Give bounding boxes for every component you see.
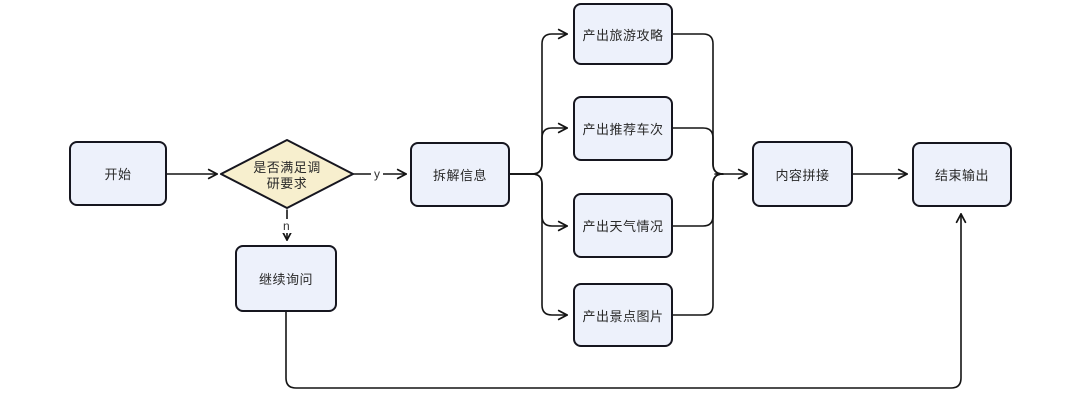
edge-parse-out1 bbox=[509, 34, 567, 175]
edge-out2-merge bbox=[672, 127, 724, 175]
edge-parse-out4 bbox=[509, 173, 567, 315]
node-start: 开始 bbox=[69, 141, 167, 206]
edge-label-yes: y bbox=[371, 167, 383, 181]
node-end-output: 结束输出 bbox=[912, 142, 1012, 207]
edge-parse-out2 bbox=[509, 128, 567, 175]
node-continue-asking: 继续询问 bbox=[235, 245, 337, 312]
edge-out4-merge bbox=[672, 173, 724, 316]
edge-label-no: n bbox=[280, 219, 293, 233]
edge-out3-merge bbox=[672, 173, 724, 227]
decision-diamond-shape bbox=[220, 139, 354, 209]
node-output-weather: 产出天气情况 bbox=[573, 193, 673, 258]
node-output-train-recommendation: 产出推荐车次 bbox=[573, 96, 673, 161]
node-output-scenic-photos: 产出景点图片 bbox=[573, 283, 673, 347]
node-parse-info: 拆解信息 bbox=[410, 142, 510, 207]
edge-parse-out3 bbox=[509, 173, 567, 226]
edge-ask-end bbox=[285, 214, 961, 389]
node-content-concat: 内容拼接 bbox=[752, 141, 853, 207]
edge-out1-merge bbox=[672, 33, 724, 175]
node-output-travel-guide: 产出旅游攻略 bbox=[573, 3, 673, 65]
node-decision-label: 是否满足调研要求 bbox=[253, 160, 321, 192]
